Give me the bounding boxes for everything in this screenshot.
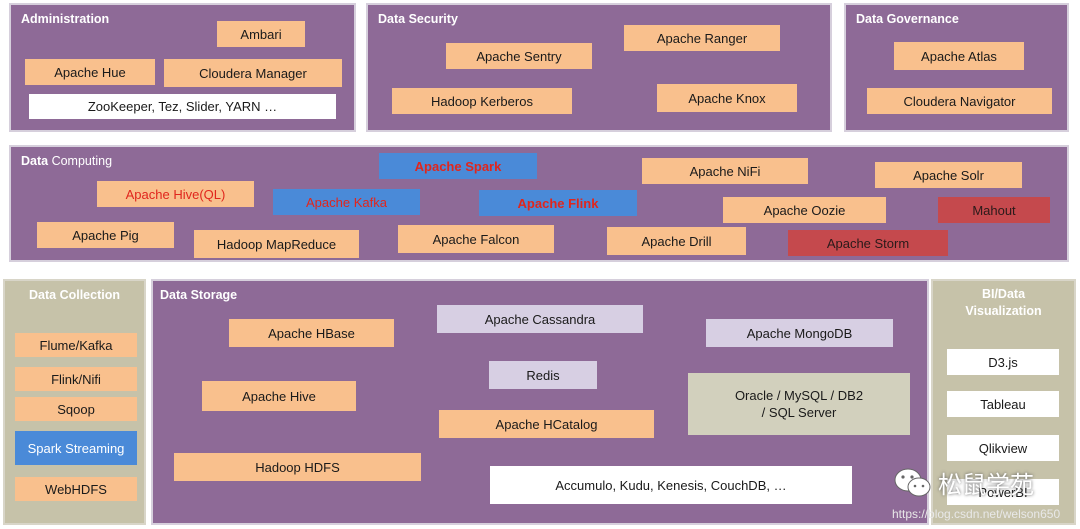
administration-panel: Administration Ambari Apache Hue Clouder… (9, 3, 356, 132)
apache-sentry-box: Apache Sentry (446, 43, 592, 69)
apache-solr-box: Apache Solr (875, 162, 1022, 188)
apache-spark-box: Apache Spark (379, 153, 537, 179)
apache-cassandra-box: Apache Cassandra (437, 305, 643, 333)
flume-kafka-box: Flume/Kafka (15, 333, 137, 357)
flink-nifi-box: Flink/Nifi (15, 367, 137, 391)
data-security-title: Data Security (378, 12, 458, 26)
sqoop-box: Sqoop (15, 397, 137, 421)
zookeeper-box: ZooKeeper, Tez, Slider, YARN … (29, 94, 336, 119)
apache-nifi-box: Apache NiFi (642, 158, 808, 184)
redis-box: Redis (489, 361, 597, 389)
qlikview-box: Qlikview (947, 435, 1059, 461)
ambari-box: Ambari (217, 21, 305, 47)
data-storage-panel: Data Storage Apache HBase Apache Cassand… (151, 279, 929, 525)
bi-visualization-title: BI/Data Visualization (965, 287, 1042, 318)
data-collection-panel: Data Collection Flume/Kafka Flink/Nifi S… (3, 279, 146, 525)
apache-atlas-box: Apache Atlas (894, 42, 1024, 70)
oracle-mysql-box: Oracle / MySQL / DB2 / SQL Server (688, 373, 910, 435)
data-computing-title-rest: Computing (48, 154, 113, 168)
webhdfs-box: WebHDFS (15, 477, 137, 501)
d3js-box: D3.js (947, 349, 1059, 375)
apache-pig-box: Apache Pig (37, 222, 174, 248)
apache-hue-box: Apache Hue (25, 59, 155, 85)
apache-hive-box: Apache Hive (202, 381, 356, 411)
data-computing-title-bold: Data (21, 154, 49, 168)
apache-falcon-box: Apache Falcon (398, 225, 554, 253)
apache-hive-ql-box: Apache Hive(QL) (97, 181, 254, 207)
brand-watermark: 松鼠学苑 (938, 472, 1034, 499)
hadoop-kerberos-box: Hadoop Kerberos (392, 88, 572, 114)
data-security-panel: Data Security Apache Sentry Apache Range… (366, 3, 832, 132)
data-computing-panel: Data Computing Apache Spark Apache NiFi … (9, 145, 1069, 262)
hadoop-hdfs-box: Hadoop HDFS (174, 453, 421, 481)
apache-knox-box: Apache Knox (657, 84, 797, 112)
apache-flink-box: Apache Flink (479, 190, 637, 216)
data-collection-title: Data Collection (29, 288, 120, 302)
wechat-icon (894, 468, 931, 497)
apache-drill-box: Apache Drill (607, 227, 746, 255)
cloudera-manager-box: Cloudera Manager (164, 59, 342, 87)
apache-hbase-box: Apache HBase (229, 319, 394, 347)
apache-kafka-box: Apache Kafka (273, 189, 420, 215)
data-governance-title: Data Governance (856, 12, 959, 26)
administration-title: Administration (21, 12, 110, 26)
data-storage-title: Data Storage (160, 288, 238, 302)
spark-streaming-box: Spark Streaming (15, 431, 137, 465)
apache-oozie-box: Apache Oozie (723, 197, 886, 223)
apache-storm-box: Apache Storm (788, 230, 948, 256)
hadoop-mapreduce-box: Hadoop MapReduce (194, 230, 359, 258)
source-url: https://blog.csdn.net/welson650 (892, 507, 1061, 521)
data-computing-title: Data Computing (21, 154, 112, 168)
accumulo-box: Accumulo, Kudu, Kenesis, CouchDB, … (490, 466, 852, 504)
bi-visualization-panel: BI/Data Visualization D3.js Tableau Qlik… (931, 279, 1076, 525)
tableau-box: Tableau (947, 391, 1059, 417)
apache-hcatalog-box: Apache HCatalog (439, 410, 654, 438)
powerbi-box: PowerBI (947, 479, 1059, 505)
apache-ranger-box: Apache Ranger (624, 25, 780, 51)
cloudera-navigator-box: Cloudera Navigator (867, 88, 1052, 114)
data-governance-panel: Data Governance Apache Atlas Cloudera Na… (844, 3, 1069, 132)
apache-mongodb-box: Apache MongoDB (706, 319, 893, 347)
mahout-box: Mahout (938, 197, 1050, 223)
